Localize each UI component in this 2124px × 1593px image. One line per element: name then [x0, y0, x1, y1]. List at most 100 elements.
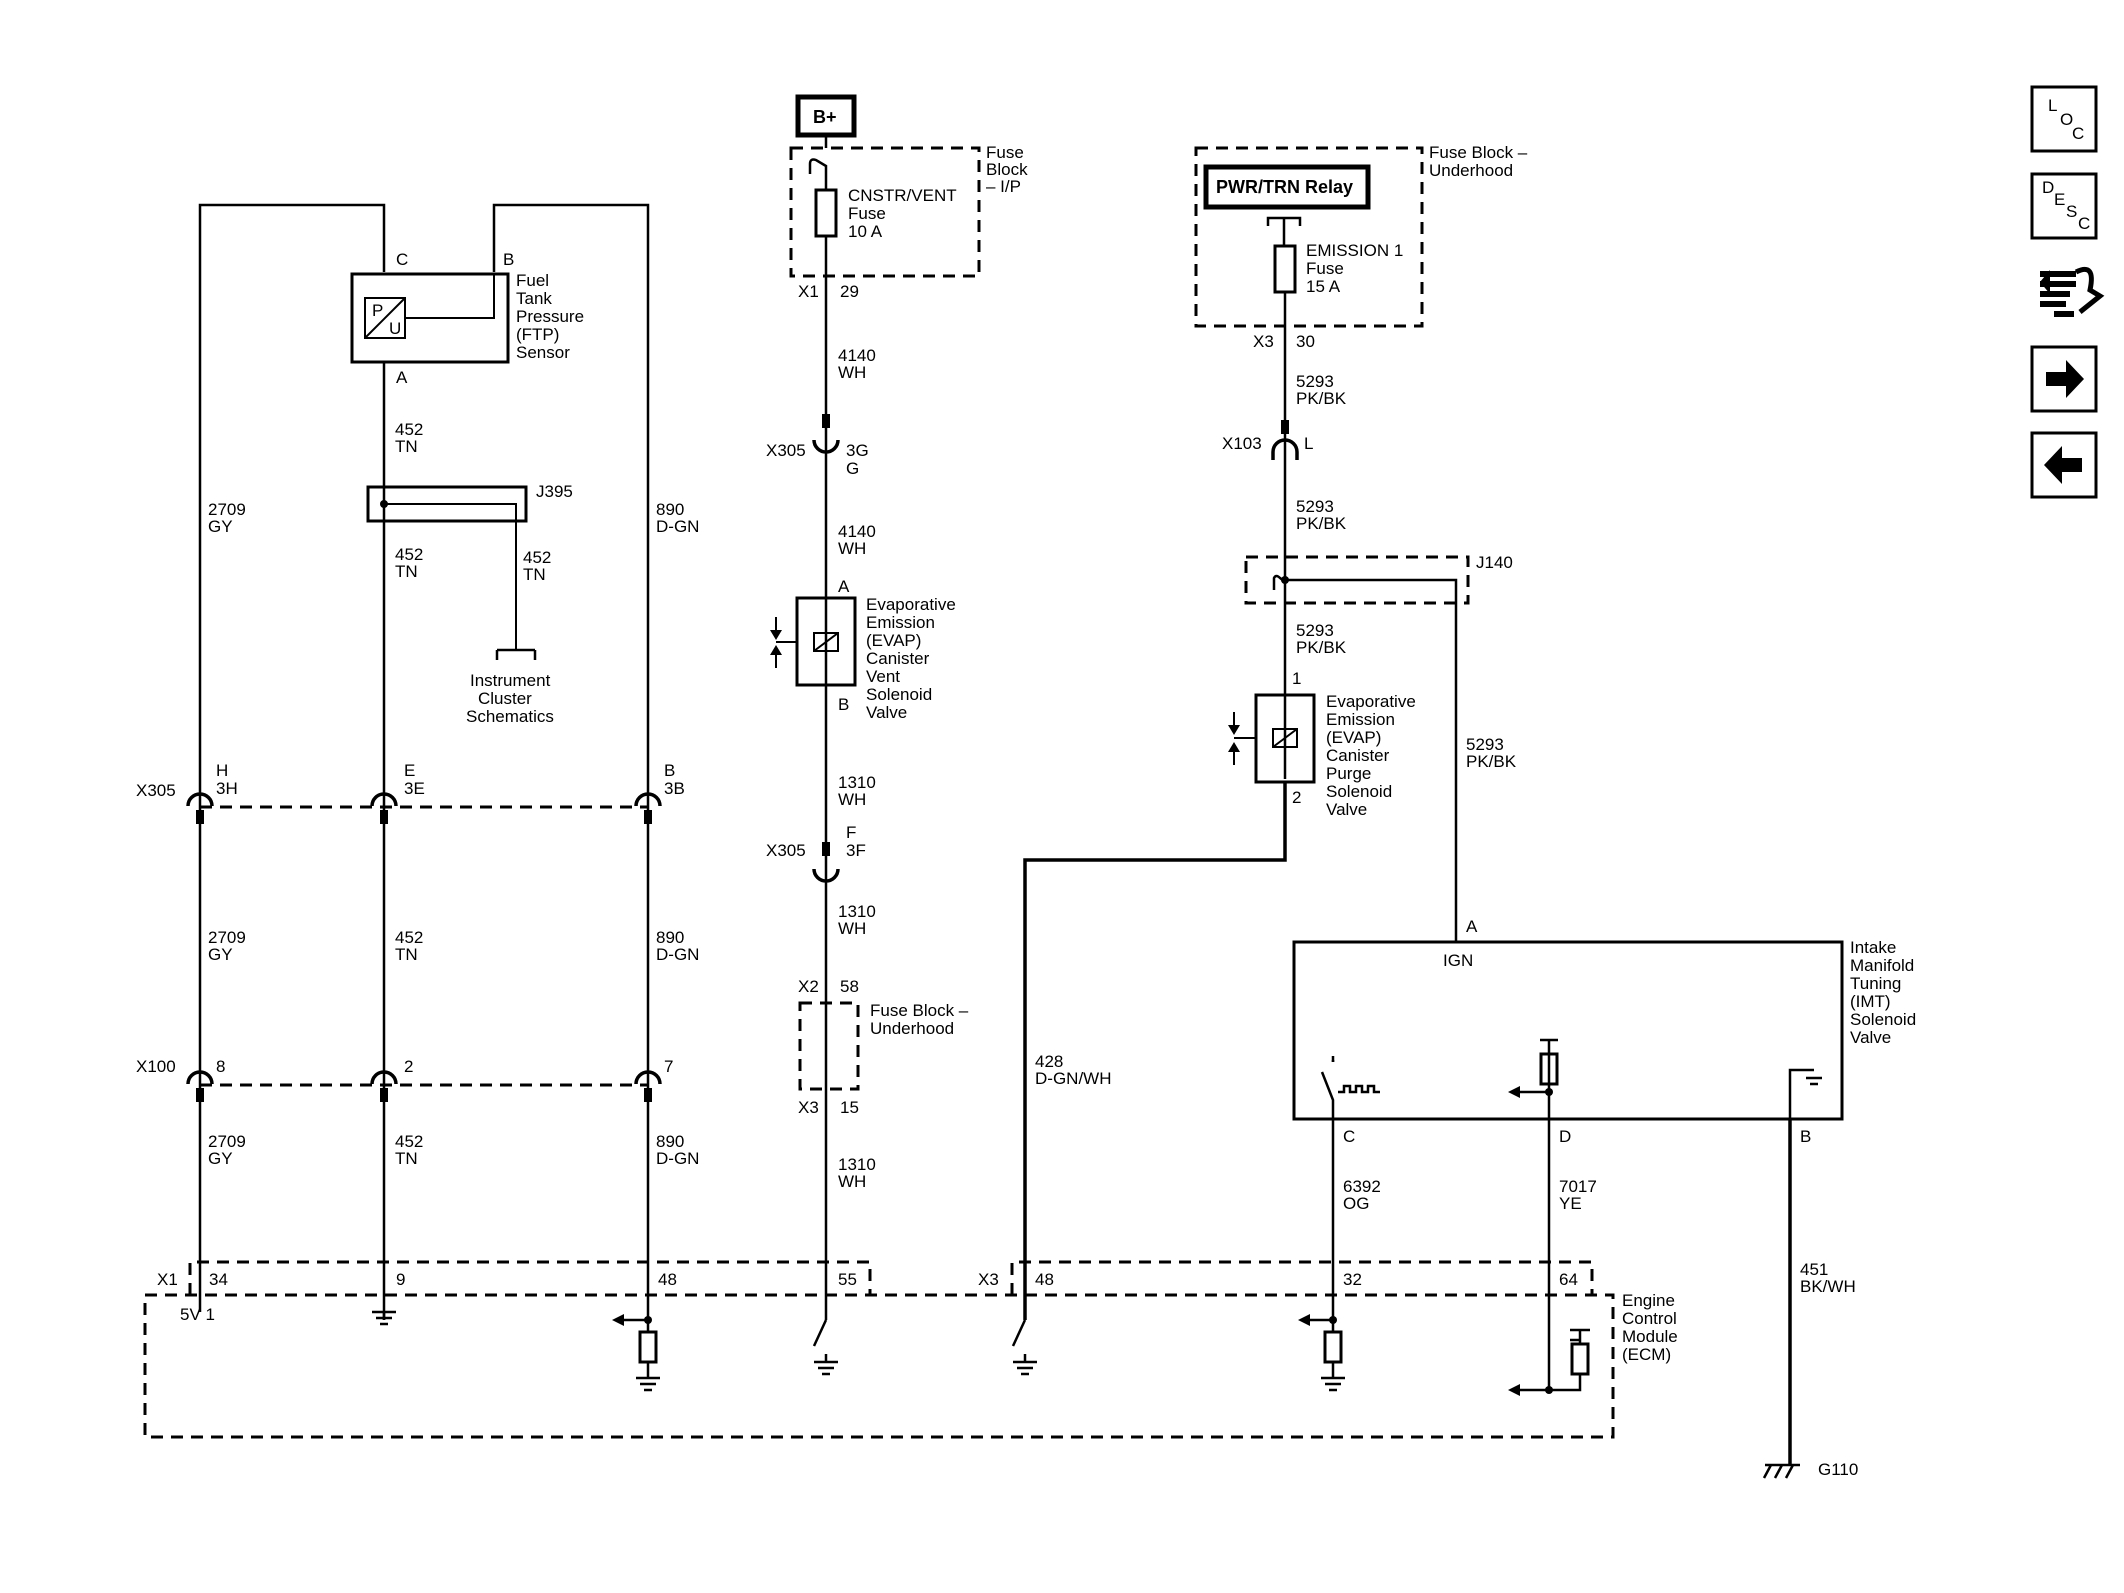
svg-text:D-GN/WH: D-GN/WH [1035, 1069, 1111, 1088]
svg-text:Tuning: Tuning [1850, 974, 1901, 993]
emission-1-fuse [1273, 244, 1297, 294]
svg-text:Vent: Vent [866, 667, 900, 686]
svg-text:PWR/TRN Relay: PWR/TRN Relay [1216, 177, 1353, 197]
svg-text:(IMT): (IMT) [1850, 992, 1891, 1011]
ecm-module: Engine Control Module (ECM) X1 34 9 48 5… [143, 1260, 1678, 1439]
fuse-block-underhood-x2 [798, 1001, 860, 1091]
imt-solenoid-label: Intake Manifold Tuning (IMT) Solenoid Va… [1850, 938, 1916, 1047]
svg-text:3F: 3F [846, 841, 866, 860]
svg-text:J140: J140 [1476, 553, 1513, 572]
svg-text:H: H [216, 761, 228, 780]
svg-text:Purge: Purge [1326, 764, 1371, 783]
svg-text:34: 34 [209, 1270, 228, 1289]
svg-text:Valve: Valve [1326, 800, 1367, 819]
ecm-label: Engine Control Module (ECM) [1622, 1291, 1678, 1364]
svg-text:C: C [2078, 214, 2090, 233]
svg-text:890: 890 [656, 1132, 684, 1151]
purge-solenoid-label: Evaporative Emission (EVAP) Canister Pur… [1326, 692, 1416, 819]
svg-text:890: 890 [656, 500, 684, 519]
forward-arrow-icon[interactable] [2030, 345, 2098, 413]
svg-text:Intake: Intake [1850, 938, 1896, 957]
svg-text:TN: TN [395, 562, 418, 581]
svg-text:X3: X3 [1253, 332, 1274, 351]
j395-splice [366, 485, 528, 523]
connector-icon[interactable] [2040, 266, 2105, 317]
svg-text:1: 1 [1292, 669, 1301, 688]
vent-solenoid-circuit: B+ Fuse Block – I/P CNSTR/VENT Fuse 10 A… [766, 94, 1028, 1320]
svg-text:7: 7 [664, 1057, 673, 1076]
svg-text:X1: X1 [157, 1270, 178, 1289]
svg-text:Instrument: Instrument [470, 671, 551, 690]
b-plus-label: B+ [813, 107, 837, 127]
svg-text:D-GN: D-GN [656, 1149, 699, 1168]
svg-text:D: D [1559, 1127, 1571, 1146]
svg-text:Control: Control [1622, 1309, 1677, 1328]
svg-text:8: 8 [216, 1057, 225, 1076]
svg-text:Manifold: Manifold [1850, 956, 1914, 975]
back-arrow-icon[interactable] [2030, 431, 2098, 499]
svg-text:3H: 3H [216, 779, 238, 798]
desc-button[interactable]: D E S C [2030, 172, 2098, 240]
instrument-cluster-ref[interactable]: Instrument Cluster Schematics [466, 671, 554, 726]
svg-text:Evaporative: Evaporative [1326, 692, 1416, 711]
fuse-block-underhood [1194, 146, 1424, 328]
svg-text:PK/BK: PK/BK [1296, 638, 1347, 657]
svg-text:Sensor: Sensor [516, 343, 570, 362]
svg-text:10 A: 10 A [848, 222, 883, 241]
svg-text:4140: 4140 [838, 346, 876, 365]
svg-text:Pressure: Pressure [516, 307, 584, 326]
cnstr-vent-fuse-label: CNSTR/VENT Fuse 10 A [848, 186, 957, 241]
pwr-trn-relay [1203, 164, 1371, 210]
svg-text:PK/BK: PK/BK [1296, 514, 1347, 533]
svg-text:890: 890 [656, 928, 684, 947]
svg-text:452: 452 [395, 545, 423, 564]
svg-text:L: L [1304, 434, 1313, 453]
svg-text:S: S [2066, 202, 2077, 221]
g110-ground-label: G110 [1818, 1460, 1858, 1479]
vent-solenoid-label: Evaporative Emission (EVAP) Canister Ven… [866, 595, 956, 722]
svg-text:48: 48 [658, 1270, 677, 1289]
svg-text:L: L [2048, 96, 2057, 115]
svg-text:– I/P: – I/P [986, 177, 1021, 196]
svg-text:IGN: IGN [1443, 951, 1473, 970]
svg-text:WH: WH [838, 919, 866, 938]
svg-text:2709: 2709 [208, 1132, 246, 1151]
j140-splice [1244, 555, 1470, 605]
svg-text:1310: 1310 [838, 773, 876, 792]
svg-text:428: 428 [1035, 1052, 1063, 1071]
svg-text:Underhood: Underhood [1429, 161, 1513, 180]
svg-text:C: C [1343, 1127, 1355, 1146]
svg-text:48: 48 [1035, 1270, 1054, 1289]
svg-text:6392: 6392 [1343, 1177, 1381, 1196]
emission-1-fuse-label: EMISSION 1 Fuse 15 A [1306, 241, 1403, 296]
svg-text:GY: GY [208, 1149, 233, 1168]
svg-text:452: 452 [395, 420, 423, 439]
svg-text:15: 15 [840, 1098, 859, 1117]
svg-text:X3: X3 [798, 1098, 819, 1117]
svg-text:30: 30 [1296, 332, 1315, 351]
svg-text:1310: 1310 [838, 902, 876, 921]
svg-text:D-GN: D-GN [656, 945, 699, 964]
svg-text:B: B [664, 761, 675, 780]
x100-label: X100 [136, 1057, 176, 1076]
svg-text:GY: GY [208, 945, 233, 964]
loc-button[interactable]: L O C [2030, 85, 2098, 153]
5v-reference-label: 5V 1 [180, 1305, 215, 1324]
svg-text:452: 452 [523, 548, 551, 567]
ftp-pin-a: A [396, 368, 408, 387]
svg-text:A: A [1466, 917, 1478, 936]
svg-text:Module: Module [1622, 1327, 1678, 1346]
svg-text:5293: 5293 [1296, 372, 1334, 391]
svg-text:PK/BK: PK/BK [1296, 389, 1347, 408]
svg-text:Fuse: Fuse [848, 204, 886, 223]
nav-panel: L O C D E S C [2030, 85, 2105, 499]
svg-text:2: 2 [1292, 788, 1301, 807]
svg-text:(FTP): (FTP) [516, 325, 559, 344]
svg-text:C: C [2072, 124, 2084, 143]
x305-label: X305 [136, 781, 176, 800]
svg-text:5293: 5293 [1296, 497, 1334, 516]
svg-text:Fuse Block –: Fuse Block – [1429, 143, 1528, 162]
svg-text:2709: 2709 [208, 500, 246, 519]
svg-text:3B: 3B [664, 779, 685, 798]
